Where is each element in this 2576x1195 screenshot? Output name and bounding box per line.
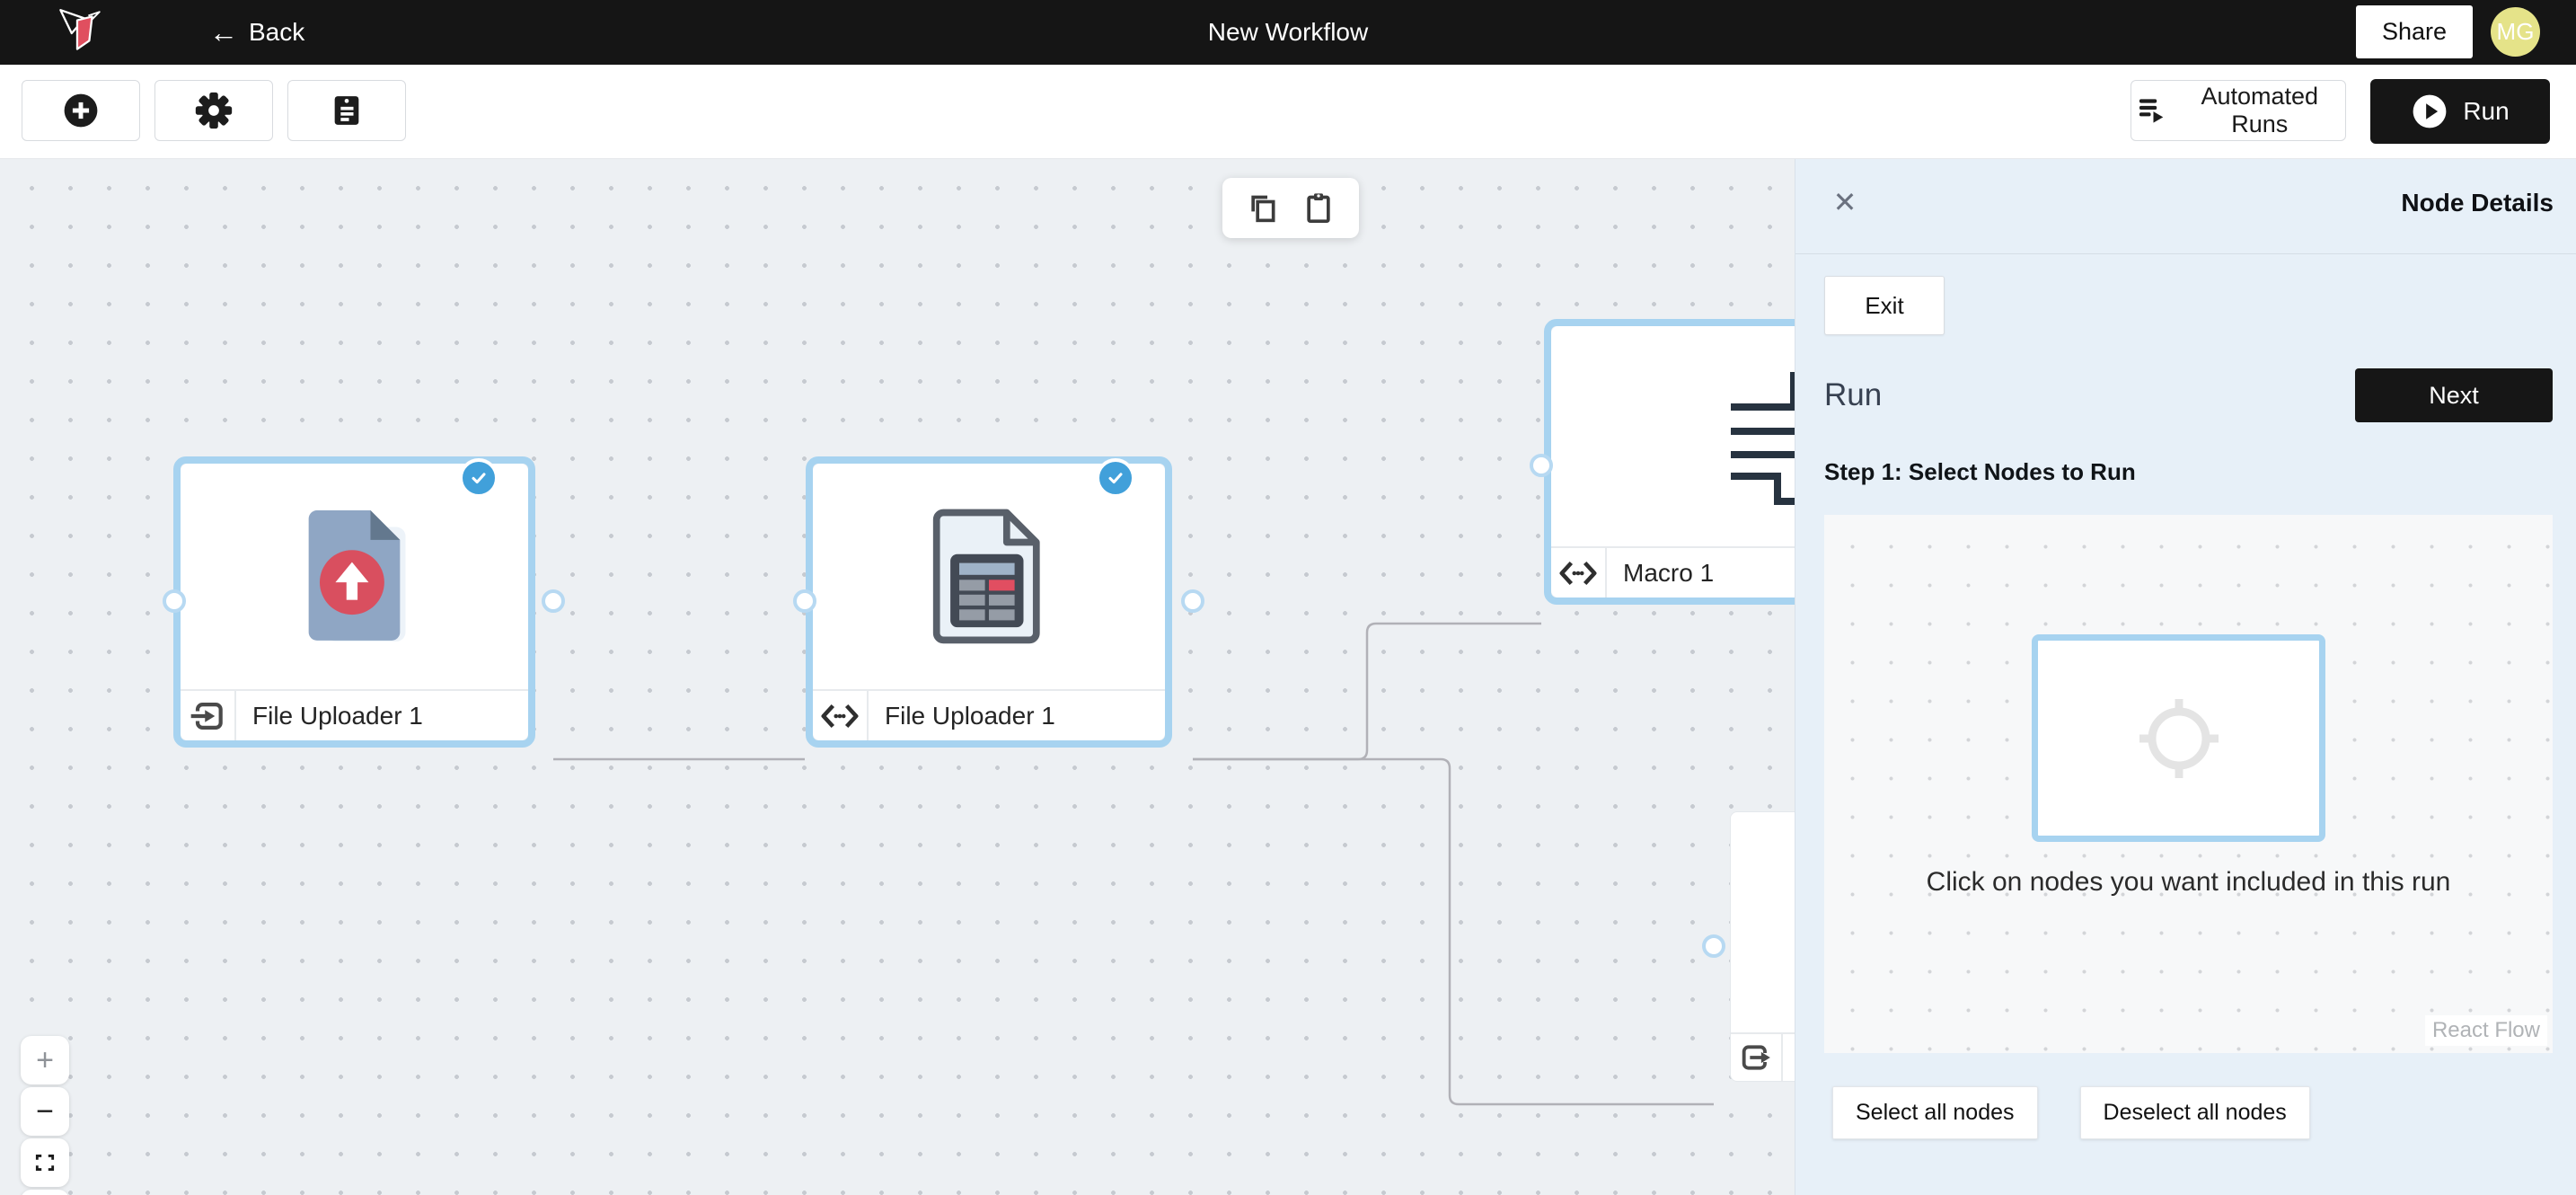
panel-title: Node Details — [2401, 189, 2554, 217]
settings-button[interactable] — [154, 80, 273, 141]
automated-runs-label: Automated Runs — [2201, 83, 2319, 137]
crosshair-icon — [2139, 698, 2219, 778]
check-icon — [1108, 473, 1123, 484]
gear-icon — [195, 92, 233, 129]
plus-circle-icon — [64, 93, 98, 128]
avatar[interactable]: MG — [2491, 7, 2540, 57]
automated-runs-button[interactable]: Automated Runs — [2130, 80, 2346, 141]
panel-actions: Select all nodes Deselect all nodes — [1832, 1086, 2310, 1139]
clipboard-button[interactable] — [287, 80, 406, 141]
exit-button[interactable]: Exit — [1824, 276, 1945, 335]
automated-runs-icon — [2139, 99, 2164, 123]
add-node-button[interactable] — [22, 80, 140, 141]
interactivity-lock-button[interactable] — [21, 1190, 69, 1195]
play-circle-icon — [2413, 94, 2447, 128]
canvas-zoom-controls: + − — [21, 1036, 69, 1195]
topbar: ← Back New Workflow Share MG — [0, 0, 2576, 65]
node-label: Macro 1 — [1623, 558, 1715, 587]
file-upload-icon — [308, 509, 405, 642]
connection-handle[interactable] — [542, 589, 565, 613]
spreadsheet-file-icon — [932, 509, 1040, 643]
clipboard-icon — [334, 96, 359, 125]
node-file-uploader-1[interactable]: File Uploader 1 — [173, 456, 535, 748]
back-arrow-icon: ← — [209, 16, 238, 49]
copy-button[interactable] — [1245, 190, 1281, 226]
edge-path — [1193, 622, 1541, 761]
fit-view-icon — [35, 1155, 55, 1171]
connection-handle[interactable] — [163, 589, 186, 613]
node-selected-badge — [1096, 458, 1135, 498]
canvas-toolbar: Automated Runs Run — [0, 65, 2576, 159]
input-icon — [190, 702, 223, 730]
node-details-panel: ✕ Node Details Exit Run Next Step 1: Sel… — [1795, 158, 2576, 1195]
react-flow-attribution[interactable]: React Flow — [2424, 1015, 2547, 1046]
node-file-uploader-2[interactable]: File Uploader 1 — [806, 456, 1172, 748]
workflow-title: New Workflow — [1207, 18, 1369, 46]
node-label: File Uploader 1 — [885, 701, 1055, 730]
back-button[interactable]: ← Back — [209, 0, 304, 65]
hummingbird-logo-icon — [59, 9, 101, 50]
run-label: Run — [2463, 97, 2510, 125]
zoom-out-button[interactable]: − — [21, 1087, 69, 1136]
next-button[interactable]: Next — [2355, 368, 2553, 422]
zoom-in-button[interactable]: + — [21, 1036, 69, 1084]
edge-path — [1193, 757, 1714, 1106]
share-button[interactable]: Share — [2356, 5, 2473, 58]
plus-icon: + — [36, 1042, 54, 1077]
run-button[interactable]: Run — [2370, 79, 2550, 144]
node-selected-badge — [459, 458, 498, 498]
node-label: File Uploader 1 — [252, 701, 423, 730]
copy-icon — [1251, 195, 1275, 222]
code-icon — [1559, 561, 1597, 585]
close-button[interactable]: ✕ — [1830, 187, 1860, 217]
code-icon — [821, 704, 859, 728]
picker-hint: Click on nodes you want included in this… — [1926, 867, 2451, 897]
connection-handle[interactable] — [793, 589, 816, 613]
run-row: Run Next — [1824, 368, 2553, 422]
deselect-all-button[interactable]: Deselect all nodes — [2079, 1086, 2310, 1139]
paste-icon — [1307, 192, 1330, 223]
run-heading: Run — [1824, 377, 1883, 412]
connection-handle[interactable] — [1530, 454, 1553, 477]
output-icon — [1742, 1045, 1770, 1070]
node-picker-canvas[interactable]: Click on nodes you want included in this… — [1824, 515, 2553, 1053]
select-all-button[interactable]: Select all nodes — [1832, 1086, 2038, 1139]
picker-frame — [2032, 634, 2325, 842]
connection-handle[interactable] — [1181, 589, 1204, 613]
clipboard-toolbar — [1222, 178, 1359, 238]
paste-button[interactable] — [1301, 190, 1337, 226]
check-icon — [472, 473, 486, 484]
close-icon: ✕ — [1832, 186, 1857, 218]
connection-handle[interactable] — [1702, 934, 1725, 958]
step-heading: Step 1: Select Nodes to Run — [1824, 458, 2136, 485]
minus-icon: − — [36, 1093, 54, 1129]
back-label: Back — [249, 18, 305, 46]
fit-view-button[interactable] — [21, 1138, 69, 1187]
panel-divider — [1795, 253, 2576, 254]
